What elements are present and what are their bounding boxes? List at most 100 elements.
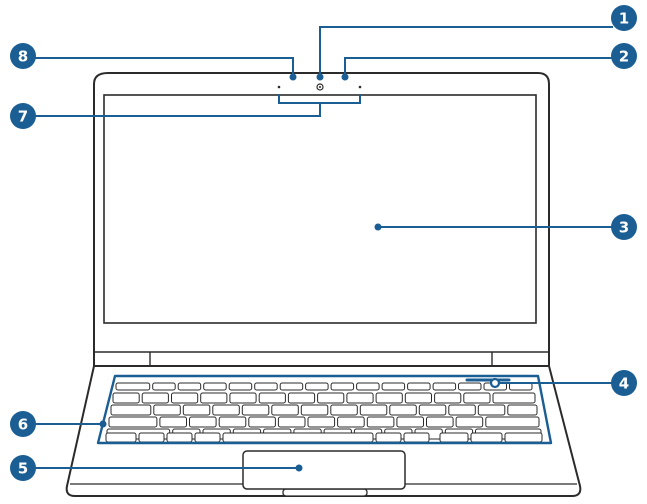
key-r2-k2 bbox=[141, 392, 169, 404]
key-r1-k1 bbox=[115, 382, 151, 391]
key-r1-k2 bbox=[152, 382, 176, 391]
right-microphone bbox=[358, 85, 362, 89]
leader-2 bbox=[344, 57, 613, 77]
key-r1-k12 bbox=[407, 382, 431, 391]
key-bottom-10 bbox=[504, 432, 543, 443]
callout-2: 2 bbox=[611, 43, 637, 69]
leader-8 bbox=[34, 57, 294, 78]
callout-6: 6 bbox=[10, 411, 36, 437]
key-r2-k4 bbox=[200, 392, 228, 404]
key-r2-k9 bbox=[346, 392, 374, 404]
endpoint-4 bbox=[489, 377, 501, 389]
endpoint-2 bbox=[341, 73, 349, 81]
key-r2-k14 bbox=[492, 392, 536, 404]
leader-7 bbox=[34, 103, 321, 117]
key-bottom-8 bbox=[439, 432, 469, 443]
key-r3-k7 bbox=[300, 404, 329, 416]
callout-3: 3 bbox=[611, 214, 637, 240]
leader-1 bbox=[319, 26, 613, 76]
key-bottom-6 bbox=[375, 432, 402, 443]
key-bottom-9 bbox=[470, 432, 503, 443]
key-r1-k3 bbox=[177, 382, 202, 391]
key-r4-k3 bbox=[189, 416, 217, 428]
key-bottom-7 bbox=[403, 432, 430, 443]
key-r3-k1 bbox=[110, 404, 152, 416]
key-r4-k5 bbox=[248, 416, 276, 428]
key-r3-k13 bbox=[477, 404, 506, 416]
endpoint-6 bbox=[99, 420, 107, 428]
key-r2-k13 bbox=[463, 392, 491, 404]
endpoint-1 bbox=[316, 73, 324, 81]
callout-7-number: 7 bbox=[18, 108, 28, 126]
key-r1-k9 bbox=[330, 382, 355, 391]
keyboard-keys bbox=[105, 382, 543, 443]
callout-8: 8 bbox=[10, 43, 36, 69]
key-r3-k12 bbox=[448, 404, 476, 416]
key-r1-k14 bbox=[458, 382, 482, 391]
key-r3-k8 bbox=[330, 404, 358, 416]
key-r1-k8 bbox=[305, 382, 329, 391]
key-r3-k3 bbox=[182, 404, 211, 416]
callout-5-number: 5 bbox=[18, 460, 28, 478]
key-r4-k4 bbox=[218, 416, 247, 428]
key-r3-k4 bbox=[212, 404, 240, 416]
webcam-lens bbox=[319, 86, 321, 88]
callout-4-number: 4 bbox=[619, 375, 629, 393]
callout-2-number: 2 bbox=[619, 48, 629, 66]
callout-5: 5 bbox=[10, 455, 36, 481]
callout-1: 1 bbox=[611, 5, 637, 31]
callout-3-number: 3 bbox=[619, 219, 629, 237]
key-r1-k4 bbox=[203, 382, 227, 391]
key-r1-k7 bbox=[279, 382, 304, 391]
key-r3-k10 bbox=[389, 404, 417, 416]
key-r4-k2 bbox=[159, 416, 187, 428]
key-r3-k9 bbox=[359, 404, 388, 416]
callout-1-number: 1 bbox=[619, 10, 629, 28]
key-r1-k5 bbox=[228, 382, 253, 391]
key-r2-k3 bbox=[171, 392, 199, 404]
key-r4-k1 bbox=[108, 416, 158, 428]
key-bottom-4 bbox=[194, 432, 221, 443]
key-r4-k11 bbox=[426, 416, 454, 428]
key-r3-k5 bbox=[241, 404, 270, 416]
key-r4-k9 bbox=[366, 416, 395, 428]
key-r4-k13 bbox=[485, 416, 540, 428]
key-r1-k6 bbox=[254, 382, 278, 391]
front-notch bbox=[282, 488, 368, 497]
laptop-base bbox=[65, 365, 582, 497]
key-r2-k12 bbox=[434, 392, 462, 404]
webcam bbox=[316, 83, 324, 91]
left-microphone bbox=[277, 85, 281, 89]
key-r4-k7 bbox=[307, 416, 336, 428]
endpoint-8 bbox=[289, 73, 297, 81]
callout-8-number: 8 bbox=[18, 48, 28, 66]
leader-endpoints bbox=[99, 73, 501, 472]
key-bottom-2 bbox=[138, 432, 165, 443]
key-r2-k10 bbox=[375, 392, 403, 404]
key-r1-k16 bbox=[509, 382, 533, 391]
key-r3-k14 bbox=[507, 404, 538, 416]
key-r1-k10 bbox=[356, 382, 380, 391]
key-r1-k11 bbox=[381, 382, 406, 391]
key-r2-k7 bbox=[287, 392, 316, 404]
key-r2-k11 bbox=[404, 392, 432, 404]
key-r4-k8 bbox=[337, 416, 365, 428]
key-r2-k8 bbox=[317, 392, 345, 404]
key-r2-k1 bbox=[112, 392, 140, 404]
leader-lines bbox=[34, 26, 613, 469]
endpoint-3 bbox=[374, 223, 382, 231]
key-r4-k12 bbox=[455, 416, 484, 428]
callout-7: 7 bbox=[10, 103, 36, 129]
key-r2-k6 bbox=[258, 392, 286, 404]
key-r4-k10 bbox=[396, 416, 424, 428]
key-bottom-1 bbox=[105, 432, 137, 443]
laptop-lid bbox=[93, 72, 550, 367]
key-r1-k13 bbox=[432, 382, 457, 391]
callout-6-number: 6 bbox=[18, 416, 28, 434]
key-bottom-5 bbox=[222, 432, 374, 443]
key-bottom-3 bbox=[166, 432, 193, 443]
key-r4-k6 bbox=[277, 416, 306, 428]
key-r3-k11 bbox=[418, 404, 447, 416]
